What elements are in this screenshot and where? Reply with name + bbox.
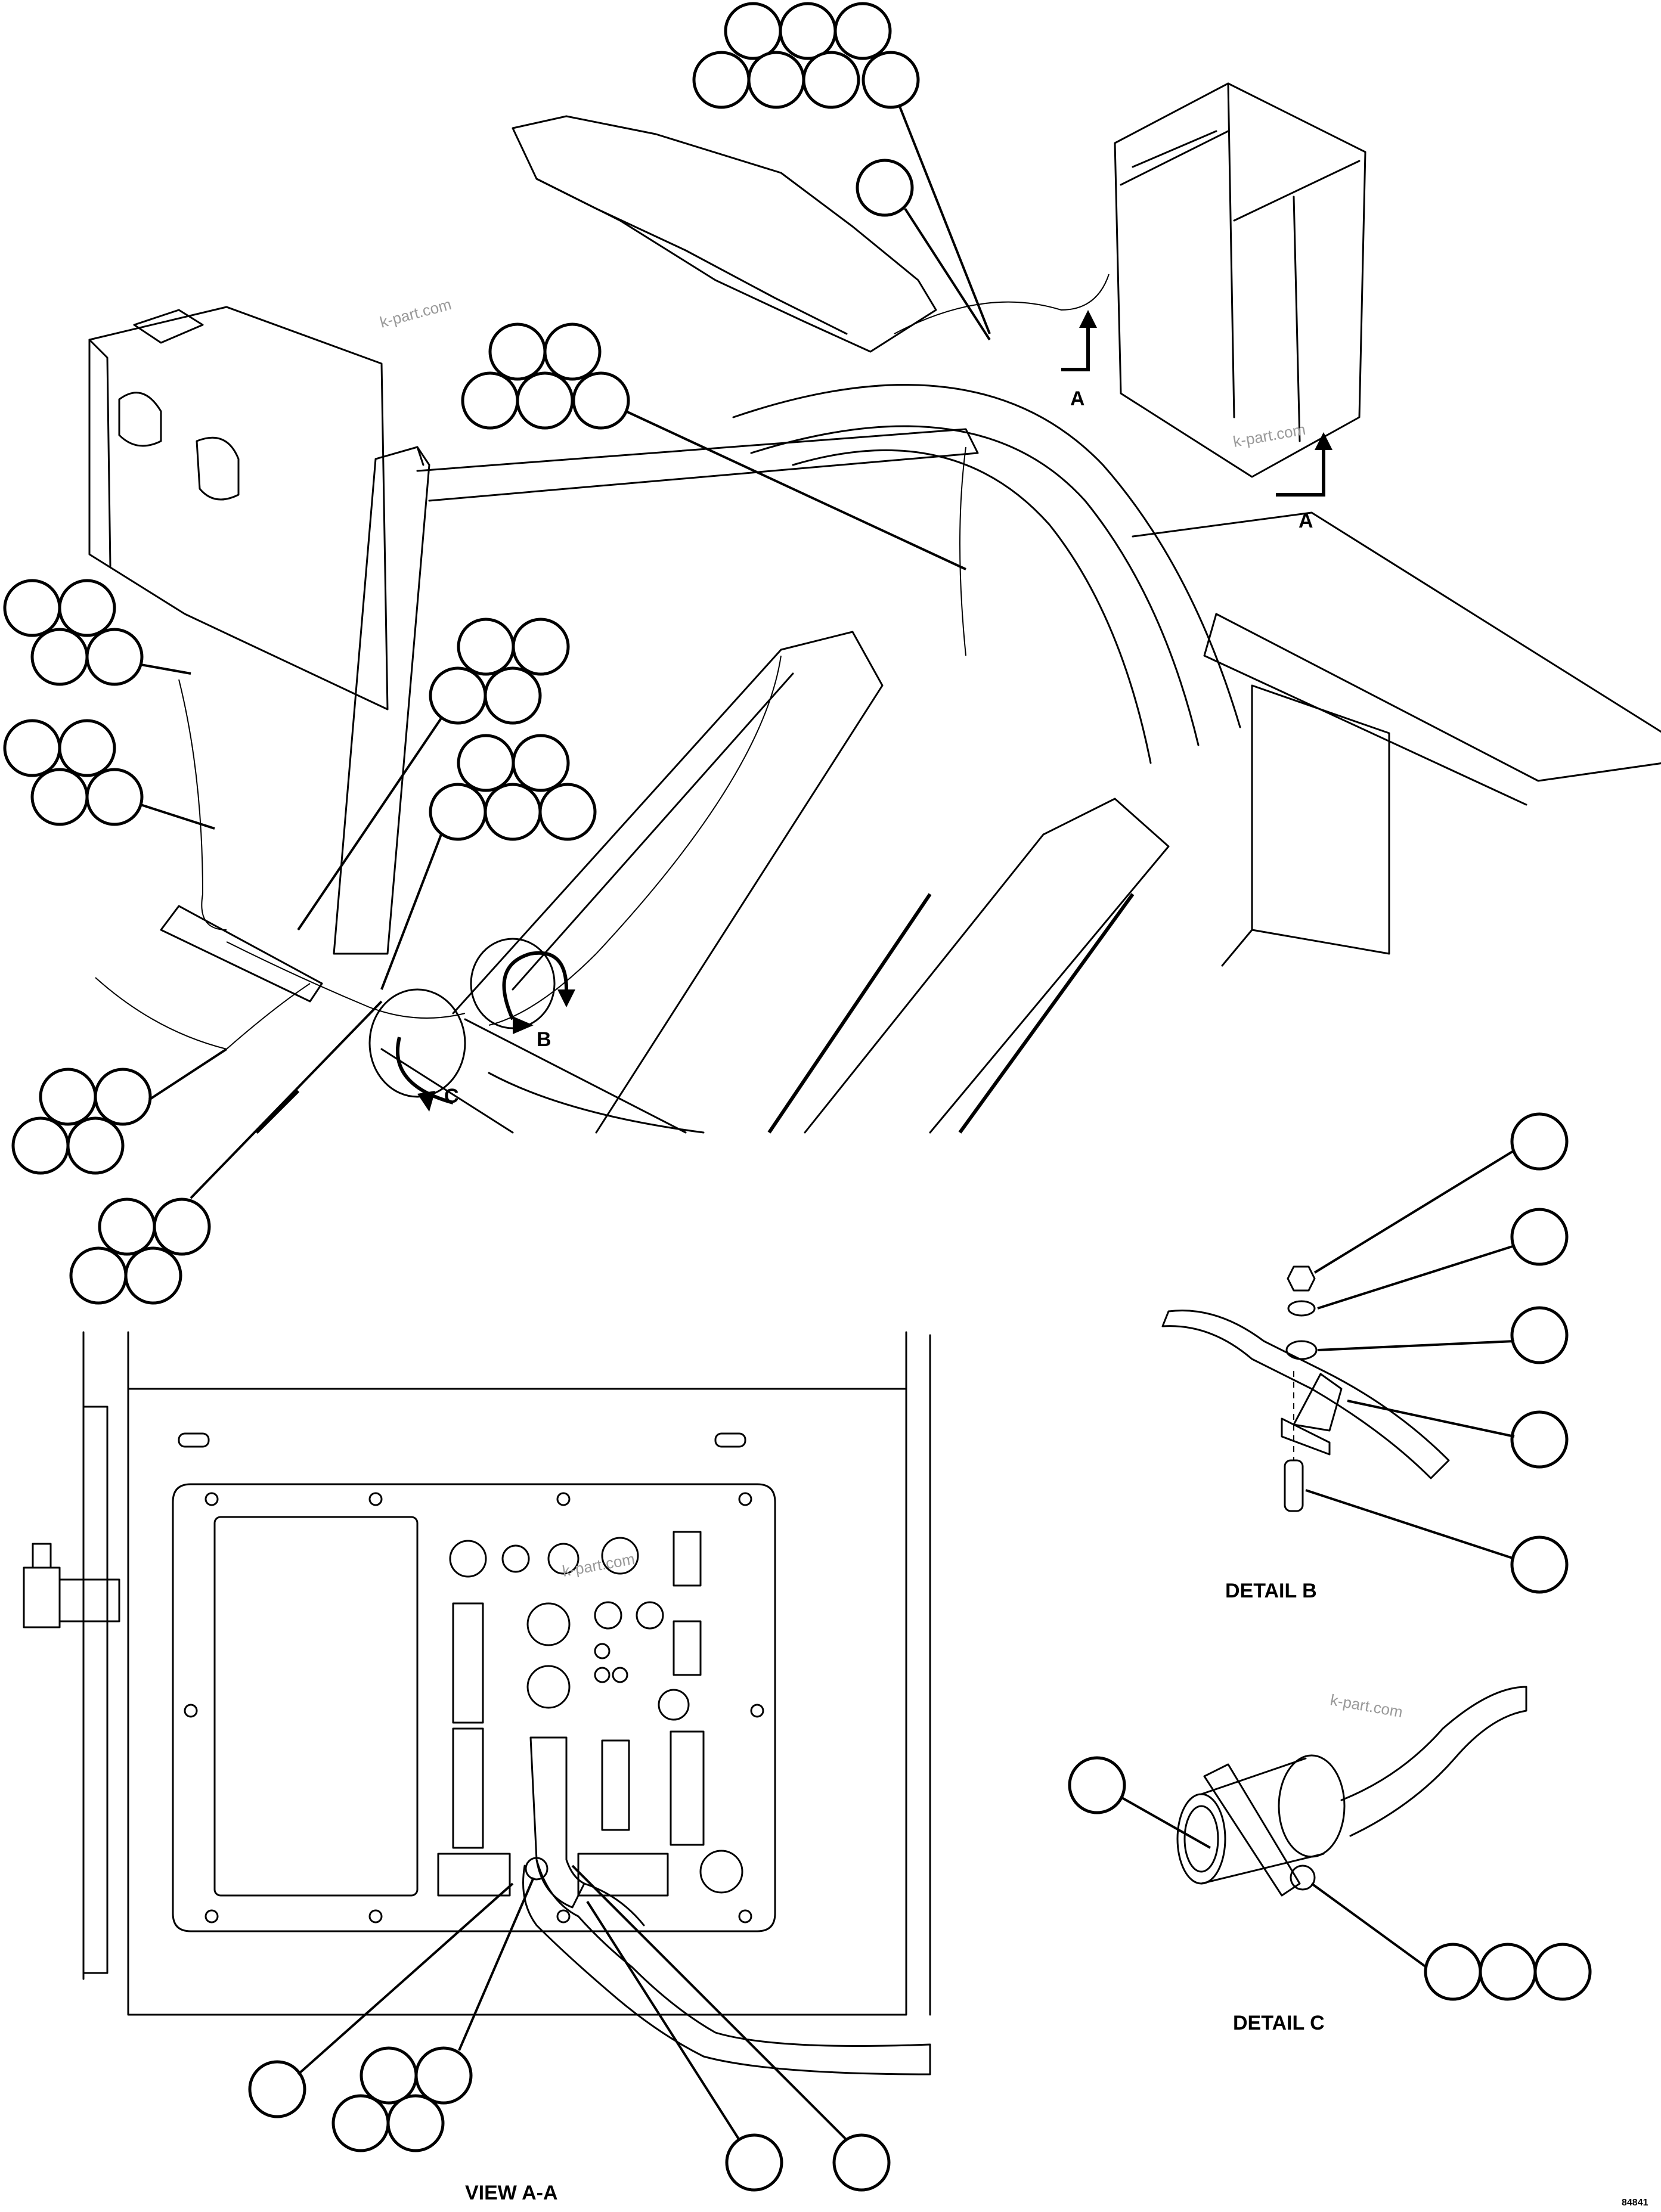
detail-b-caption: DETAIL B (1225, 1580, 1317, 1602)
frame-assembly (88, 82, 1661, 1134)
watermark: k-part.com (378, 295, 453, 331)
view-a-arrows (1061, 310, 1332, 497)
watermark: k-part.com (561, 1550, 636, 1580)
detail-c-caption: DETAIL C (1233, 2012, 1325, 2034)
detail-b-marker: B (537, 1028, 551, 1051)
callout-balloon-cluster-top (692, 2, 991, 334)
view-a-label-top: A (1070, 387, 1085, 410)
watermark: k-part.com (1329, 1690, 1404, 1721)
callout-balloon-cluster-center-2 (380, 734, 597, 990)
detail-b-drawing (1161, 1112, 1569, 1594)
callout-balloon-single-top (856, 159, 991, 341)
callout-balloon-cluster-bottom-left (11, 1048, 228, 1175)
detail-markers (395, 951, 575, 1112)
detail-c-marker: C (444, 1085, 459, 1107)
watermark: k-part.com (1232, 420, 1307, 451)
detail-c-drawing (1068, 1686, 1592, 2001)
drawing-number: 84841 (1622, 2198, 1648, 2208)
callout-balloon-cluster-left-2 (3, 719, 215, 830)
callout-balloon-cluster-lower-left (69, 1000, 383, 1305)
view-aa-caption: VIEW A-A (465, 2182, 558, 2204)
callout-balloon-cluster-mid-left (461, 322, 966, 570)
view-aa-drawing (23, 1331, 931, 2192)
callout-balloon-cluster-left-1 (3, 579, 191, 686)
callout-balloon-cluster-center-1 (297, 618, 570, 931)
view-a-label-right: A (1299, 510, 1313, 532)
